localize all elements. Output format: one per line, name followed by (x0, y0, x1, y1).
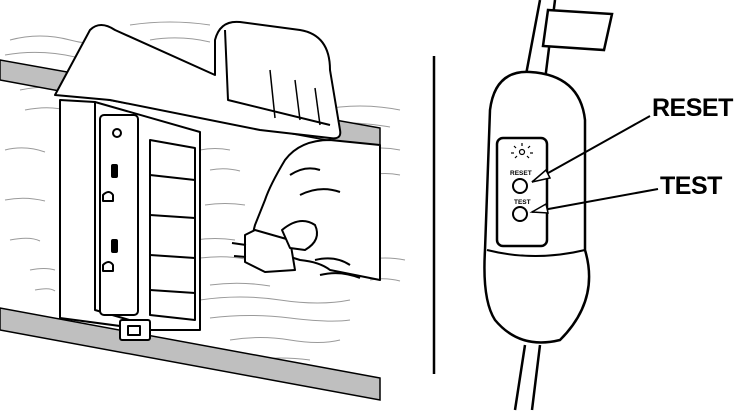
cord-tag (543, 10, 612, 50)
test-button[interactable] (513, 207, 527, 221)
test-button-label: TEST (514, 199, 531, 206)
reset-callout-label: RESET (652, 96, 733, 121)
test-callout-label: TEST (660, 174, 722, 199)
outlet-box (60, 100, 200, 340)
inline-gfci-device: RESET TEST (484, 0, 658, 410)
reset-button[interactable] (513, 179, 527, 193)
reset-button-label: RESET (510, 170, 532, 177)
outdoor-outlet-scene (0, 22, 405, 400)
power-cord-bottom (515, 345, 540, 410)
hand-with-plug (232, 140, 380, 280)
